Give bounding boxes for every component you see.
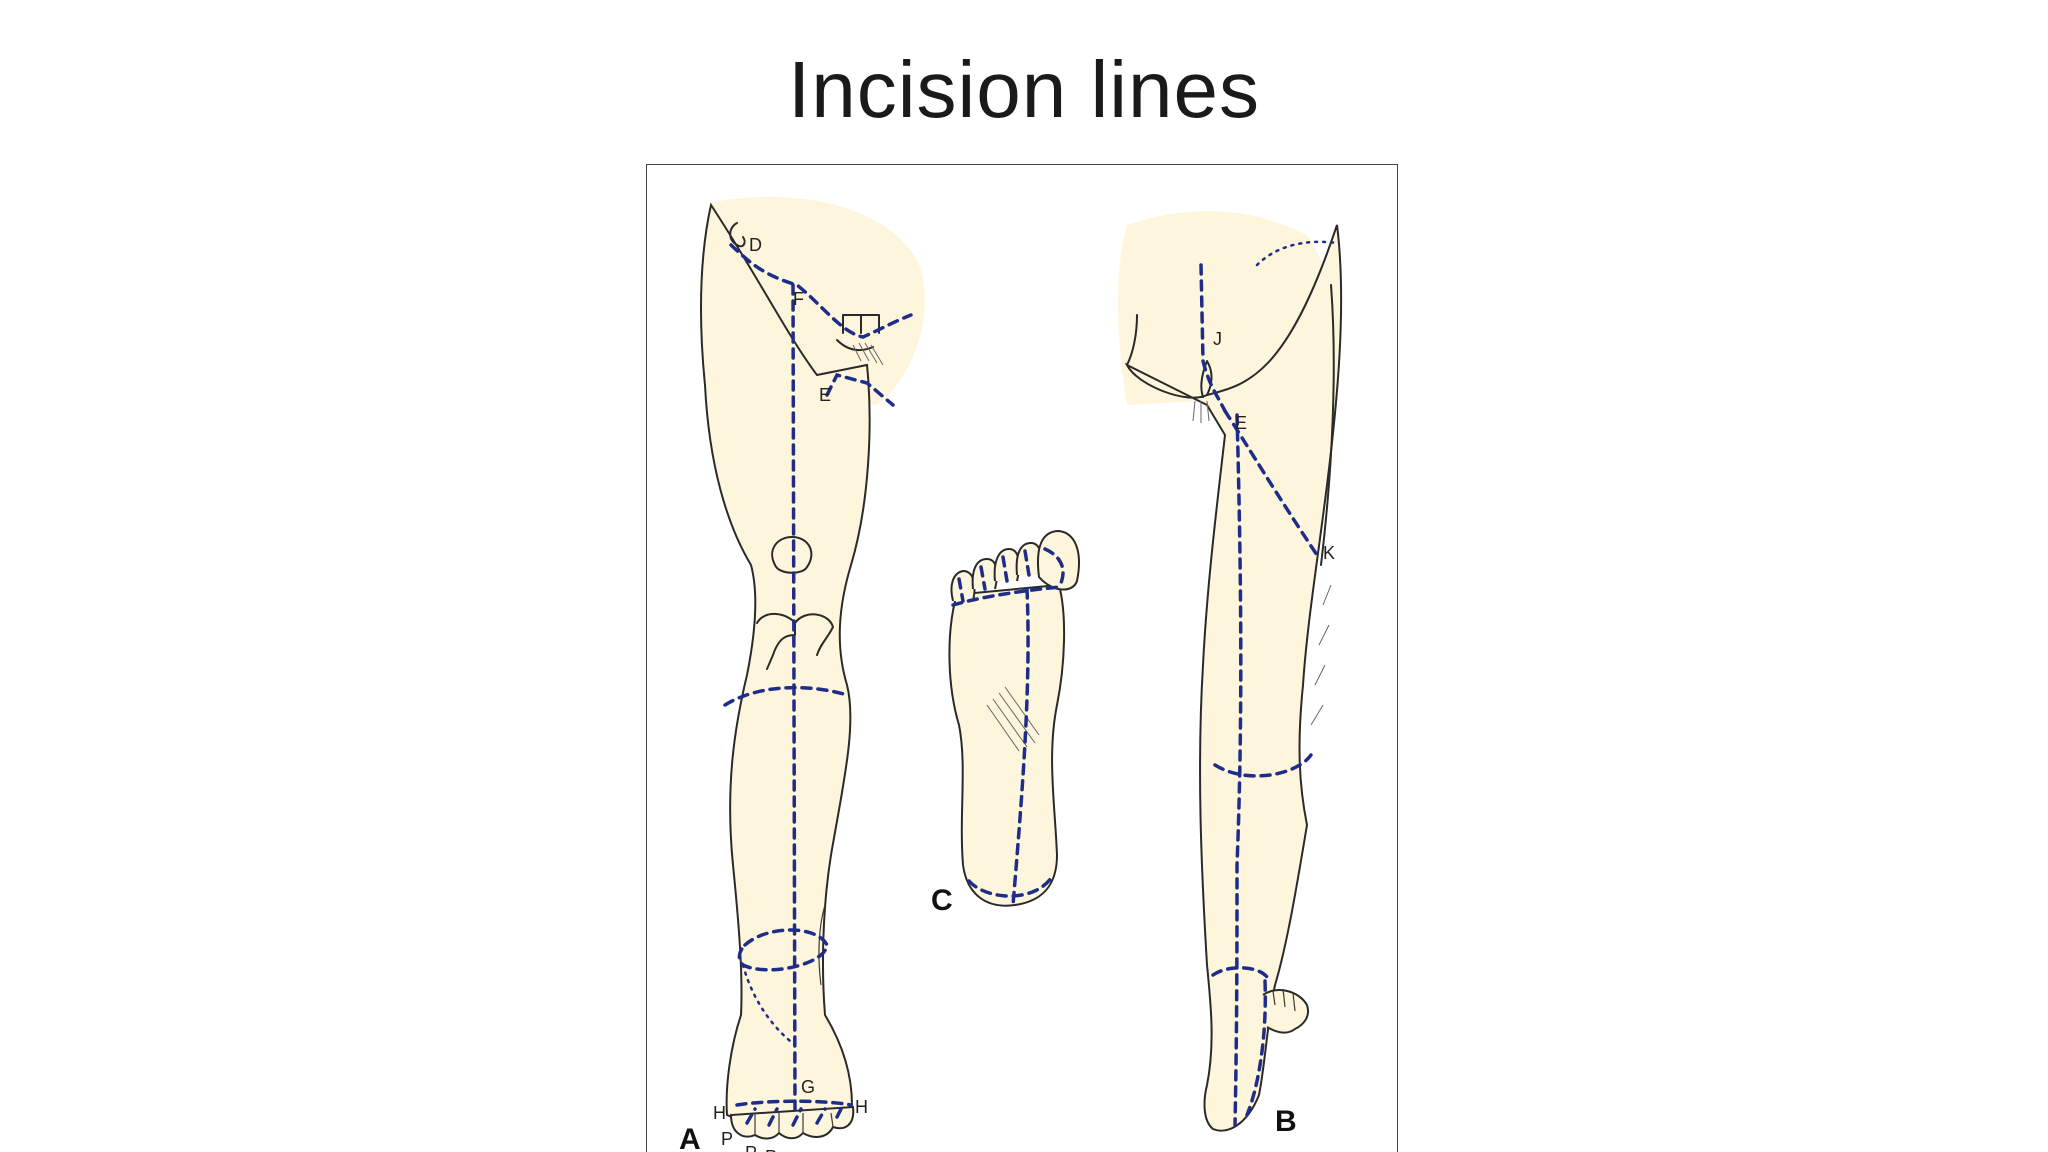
incision-below-knee <box>723 685 849 707</box>
anterior-leg: D F E G H H P P P P P A <box>679 196 925 1152</box>
incision-sole-toe-base <box>951 585 1063 607</box>
buttock-left-edge <box>1126 314 1138 366</box>
posterior-leg: J E K B <box>1117 211 1343 1138</box>
tibial-plateau-left <box>756 613 796 670</box>
label-h-left: H <box>713 1103 726 1123</box>
label-d: D <box>749 235 762 255</box>
incision-ankle-posterior <box>1211 966 1269 979</box>
label-j: J <box>1213 329 1222 349</box>
sole-hatching <box>986 686 1040 752</box>
label-p-3: P <box>765 1147 777 1152</box>
incision-sole-hallux <box>1043 547 1065 585</box>
posterior-foot-toes <box>1262 989 1309 1034</box>
incision-anterior-midline <box>791 283 797 1117</box>
sole-outline <box>948 583 1066 907</box>
incision-diagram-svg: D F E G H H P P P P P A <box>679 196 1343 1152</box>
incision-sole-heel <box>967 873 1055 898</box>
panel-label-a: A <box>679 1123 701 1152</box>
sole-of-foot: C <box>931 529 1080 917</box>
genital-hatching <box>852 342 884 366</box>
toe-separators <box>754 1112 834 1135</box>
thigh-contour <box>1320 284 1335 566</box>
incision-posterior-midline <box>1233 413 1243 1127</box>
incision-below-knee-posterior <box>1213 753 1313 778</box>
incision-buttock-dotted <box>1255 240 1339 267</box>
incision-e-k-line <box>1223 409 1319 557</box>
groin-curve <box>836 339 874 352</box>
incision-ankle-dotted <box>741 963 797 1047</box>
label-f: F <box>793 289 804 309</box>
incision-j-line <box>1199 263 1227 413</box>
panel-label-c: C <box>931 884 953 917</box>
label-h-right: H <box>855 1097 868 1117</box>
posterior-leg-outline <box>1124 224 1343 1132</box>
tibial-plateau-right <box>794 613 834 656</box>
label-p-5: P <box>821 1149 833 1152</box>
incision-sole-midline <box>1011 587 1030 907</box>
label-g: G <box>801 1077 815 1097</box>
label-p-4: P <box>787 1149 799 1152</box>
label-p-1: P <box>721 1129 733 1149</box>
incision-toe-ticks <box>745 1103 845 1127</box>
panel-label-b: B <box>1275 1105 1297 1138</box>
slide-title: Incision lines <box>787 45 1260 134</box>
posterior-toe-lines <box>1272 988 1296 1012</box>
iliac-spine-swirl <box>729 222 746 248</box>
incision-diagram: D F E G H H P P P P P A <box>646 164 1398 1152</box>
label-p-2: P <box>745 1143 757 1152</box>
label-e-posterior: E <box>1235 413 1247 433</box>
incision-d-f-e-line <box>729 243 913 339</box>
incision-metatarsal-line <box>735 1099 853 1107</box>
incision-ankle-ring <box>737 928 829 972</box>
gluteal-hatching <box>1192 400 1210 423</box>
ankle-detail <box>818 904 826 986</box>
label-k: K <box>1323 543 1335 563</box>
incision-groin-e <box>825 372 895 407</box>
genital-outline <box>842 314 880 334</box>
calf-hatching <box>1310 584 1332 726</box>
incision-heel-posterior <box>1245 979 1268 1117</box>
patella-outline <box>771 536 813 574</box>
label-e-anterior: E <box>819 385 831 405</box>
